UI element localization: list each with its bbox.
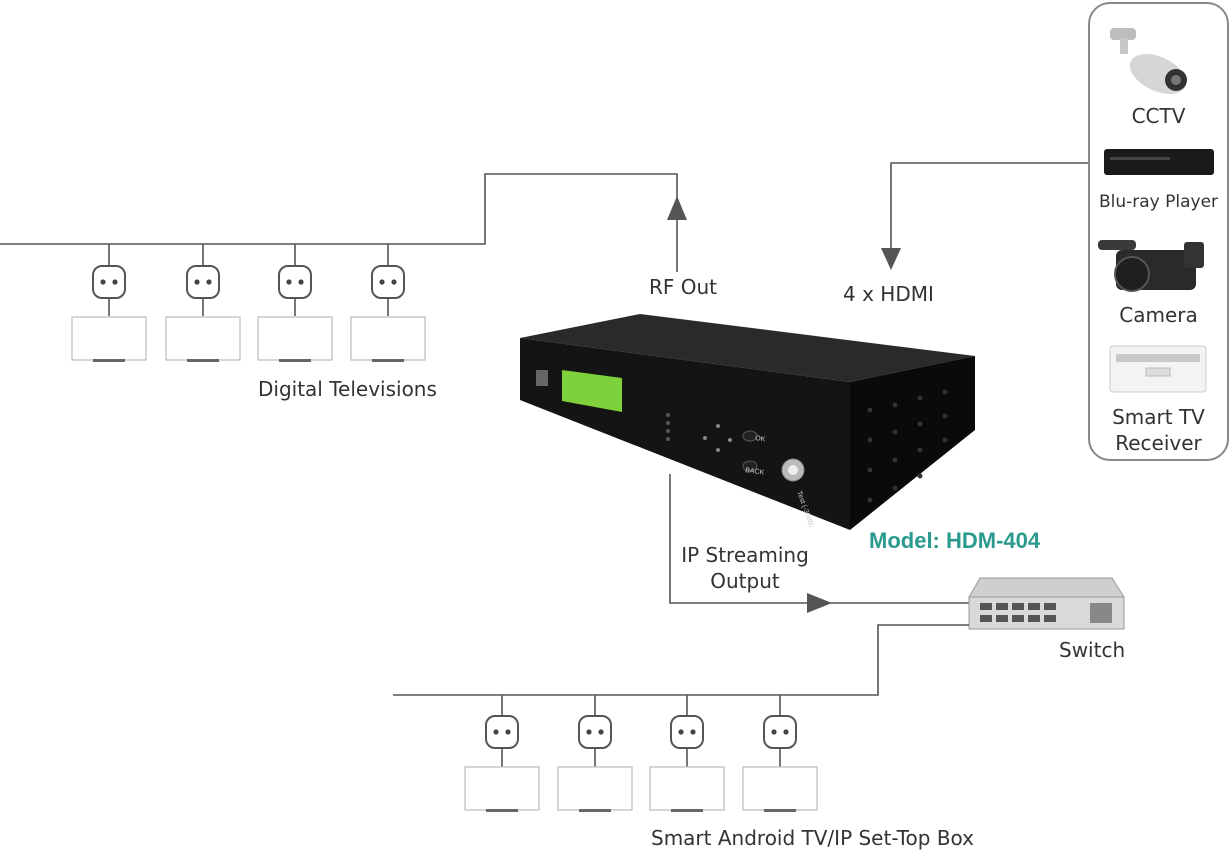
switch-label: Switch [1059,638,1126,662]
bluray-player-icon [1104,149,1214,175]
digital-tv [257,316,333,363]
outlet [485,715,519,749]
video-camera-icon [1098,240,1204,292]
hdmi-label: 4 x HDMI [843,282,934,306]
source-label-receiver-line1: Smart TV [1112,405,1205,429]
ip-stream-line [669,474,969,604]
outlet [371,265,405,299]
source-icons [1098,28,1214,393]
smart-tv [649,766,725,813]
network-switch [968,577,1125,630]
smart-tv [742,766,818,813]
cctv-camera-icon [1110,28,1187,94]
ip-streaming-label-line2: Output [710,569,780,593]
hdmi-line [890,162,1088,250]
outlet [278,265,312,299]
rf-out-arrow [667,196,687,220]
outlet [763,715,797,749]
lcd-display [562,370,622,412]
digital-tv [350,316,426,363]
device-ok-label: OK [755,435,766,443]
hdm-404-device: OK BACK Test (-30dB) [520,314,975,530]
outlet [92,265,126,299]
ip-streaming-label-line1: IP Streaming [681,543,809,567]
rf-distribution-line [0,173,678,272]
digital-tv [71,316,147,363]
source-label-cctv: CCTV [1131,104,1186,128]
smart-tv-receiver-icon [1109,345,1207,393]
rf-out-label: RF Out [649,275,718,299]
outlet [578,715,612,749]
source-label-camera: Camera [1119,303,1198,327]
ip-stream-arrow [807,593,832,613]
smart-tv [557,766,633,813]
ip-distribution-line [393,624,969,716]
source-label-receiver-line2: Receiver [1115,431,1202,455]
source-label-bluray: Blu-ray Player [1098,192,1219,212]
model-label: Model: HDM-404 [869,528,1041,553]
outlet [670,715,704,749]
smart-tv [464,766,540,813]
set-top-box-label: Smart Android TV/IP Set-Top Box [651,826,974,850]
digital-tv [165,316,241,363]
digital-televisions-label: Digital Televisions [258,377,437,401]
hdmi-arrow [881,248,901,270]
outlet [186,265,220,299]
device-back-label: BACK [745,467,765,477]
